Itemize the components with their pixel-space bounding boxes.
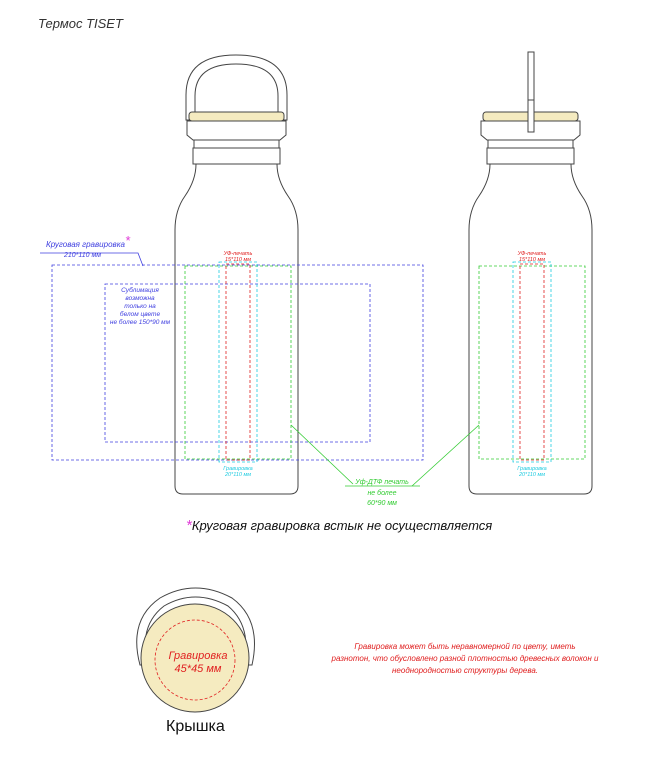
engraving-label-left: Гравировка [223, 466, 252, 472]
uv-strip-left [225, 263, 251, 461]
lid-engraving-area [154, 619, 236, 701]
left-bottle [174, 54, 299, 495]
note-star-mark: * [186, 517, 192, 534]
uv-print-size-left: 15*110 мм [225, 257, 251, 263]
lid-engraving-size: 45*45 мм [175, 663, 222, 675]
uv-dtf-leader-left [290, 424, 354, 485]
svg-text:возможна: возможна [125, 295, 155, 302]
uv-print-size-right: 15*110 мм [519, 257, 545, 263]
uv-print-label-right: УФ-печать [517, 251, 547, 257]
engraving-strip-right [512, 261, 552, 463]
round-engraving-note: *Круговая гравировка встык не осуществля… [186, 517, 492, 534]
engraving-size-right: 20*110 мм [518, 472, 545, 478]
round-engraving-star: * [125, 233, 131, 248]
lid-engraving-label: Гравировка [169, 650, 228, 662]
lid-wood-disk [140, 603, 250, 713]
svg-text:Сублимация: Сублимация [121, 286, 159, 294]
svg-text:только на: только на [124, 303, 156, 310]
wood-note-line: неоднородностью структуры дерева. [392, 666, 538, 675]
engraving-label-right: Гравировка [517, 466, 546, 472]
wood-note: Гравировка может быть неравномерной по ц… [290, 641, 640, 677]
lid-top-view: Гравировка 45*45 мм [136, 587, 255, 713]
round-engraving-size: 210*110 мм [63, 252, 101, 259]
wood-note-line: Гравировка может быть неравномерной по ц… [354, 642, 576, 651]
engraving-size-left: 20*110 мм [224, 472, 251, 478]
wood-note-line: разнотон, что обусловлено разной плотнос… [331, 654, 599, 663]
uv-dtf-area-right [478, 265, 586, 460]
page-title: Термос TISET [38, 16, 123, 31]
uv-print-label-left: УФ-печать [223, 251, 253, 257]
engraving-strip-left [218, 261, 258, 463]
round-engraving-label: Круговая гравировка [46, 240, 125, 249]
svg-text:Уф-ДТФ печать: Уф-ДТФ печать [354, 479, 409, 486]
uv-strip-right [519, 263, 545, 461]
right-bottle [468, 51, 593, 495]
round-engraving-leader [40, 252, 144, 267]
svg-text:60*90 мм: 60*90 мм [367, 500, 397, 507]
sublimation-area [104, 283, 371, 443]
left-bottle-handle [185, 54, 288, 121]
right-bottle-body [468, 163, 593, 495]
svg-text:не более: не более [367, 489, 396, 497]
uv-dtf-label: Уф-ДТФ печать не более 60*90 мм [354, 479, 409, 507]
left-bottle-body [174, 163, 299, 495]
uv-dtf-area-left [184, 265, 292, 460]
sublimation-label: Сублимация возможна только на белом цвет… [110, 286, 171, 326]
left-bottle-lid-wood [188, 111, 285, 122]
note-text: Круговая гравировка встык не осуществляе… [191, 518, 493, 533]
lid-caption: Крышка [166, 718, 225, 735]
svg-text:не более 150*90 мм: не более 150*90 мм [110, 318, 171, 326]
uv-dtf-leader-right [411, 424, 480, 487]
svg-text:белом цвете: белом цвете [120, 310, 161, 318]
